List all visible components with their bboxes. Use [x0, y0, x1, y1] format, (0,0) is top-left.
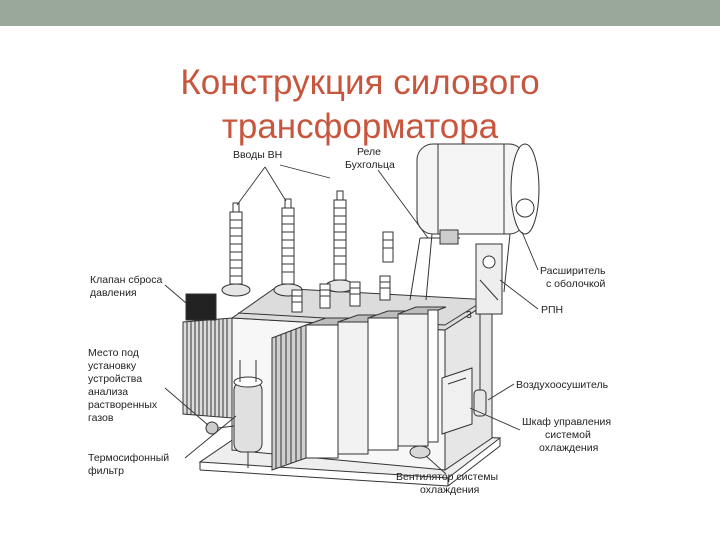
left-radiator [182, 293, 233, 419]
label-fan-1: Вентилятор системы [396, 471, 498, 483]
label-hv-bushings: Вводы ВН [233, 149, 282, 161]
label-gas-analysis-4: анализа [88, 386, 128, 398]
cooling-control-cabinet [441, 367, 473, 435]
tank-mark: 3 [466, 309, 472, 321]
label-relief-valve-1: Клапан сброса [90, 274, 163, 286]
label-thermosiphon-1: Термосифонный [88, 452, 169, 464]
thermosiphon-filter [233, 360, 263, 468]
front-radiators [271, 306, 447, 471]
cooling-fan [409, 445, 431, 459]
title-line-2: трансформатора [221, 107, 499, 147]
hv-bushing-3 [325, 190, 355, 293]
label-breather: Воздухоосушитель [516, 379, 609, 391]
slide-title: Конструкция силового трансформатора [0, 61, 720, 149]
oltc [475, 243, 503, 315]
label-gas-analysis-1: Место под [88, 347, 139, 359]
lv-bushings [291, 231, 394, 313]
label-oltc: РПН [541, 304, 563, 316]
label-conservator-1: Расширитель [540, 265, 606, 277]
hv-bushing-1 [221, 202, 251, 297]
label-relief-valve-2: давления [90, 287, 137, 299]
label-fan-2: охлаждения [420, 484, 479, 496]
label-buchholz-1: Реле [357, 146, 381, 158]
hv-bushing-2 [273, 198, 303, 297]
title-line-1: Конструкция силового [180, 63, 540, 103]
label-buchholz-2: Бухгольца [345, 159, 395, 171]
label-cabinet-3: охлаждения [539, 442, 598, 454]
label-gas-analysis-5: растворенных [88, 399, 158, 411]
conservator [416, 143, 540, 301]
top-bar [0, 0, 720, 26]
label-gas-analysis-2: установку [88, 360, 137, 372]
label-cabinet-2: системой [545, 429, 591, 441]
label-gas-analysis-3: устройства [88, 373, 142, 385]
leader-lines [164, 164, 539, 475]
label-conservator-2: с оболочкой [546, 278, 606, 290]
label-cabinet-1: Шкаф управления [522, 416, 611, 428]
label-gas-analysis-6: газов [88, 412, 114, 424]
air-breather [473, 314, 487, 417]
label-thermosiphon-2: фильтр [88, 465, 124, 477]
gas-analysis-valve [205, 421, 235, 435]
buchholz-relay [409, 229, 460, 301]
